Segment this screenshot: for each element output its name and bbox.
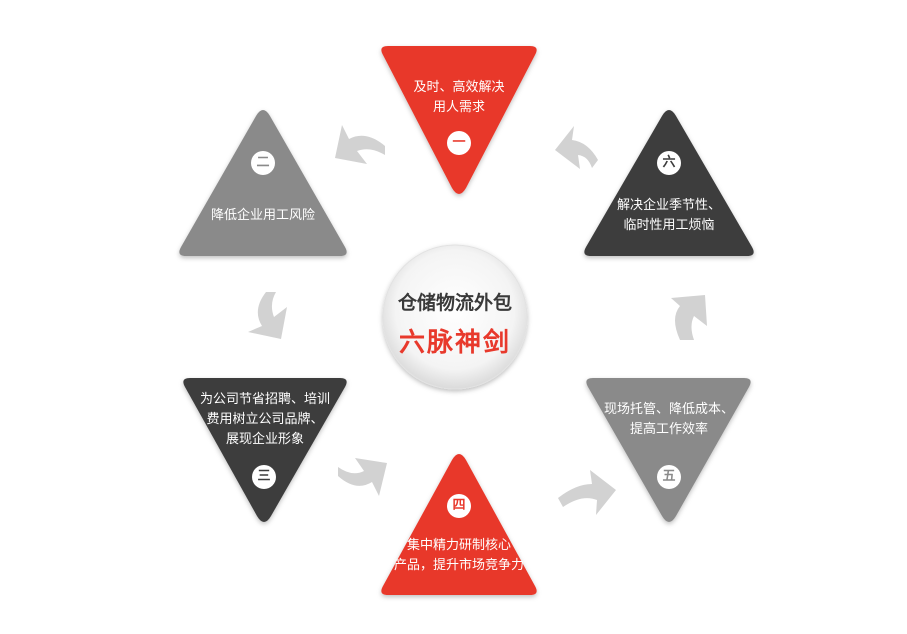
item-6-line-2: 临时性用工烦恼 (623, 218, 715, 233)
item-6-text: 解决企业季节性、 临时性用工烦恼 (589, 196, 749, 236)
item-4-number-badge: 四 (447, 494, 471, 518)
center-subtitle: 六脉神剑 (398, 328, 511, 358)
item-1-line-2: 用人需求 (432, 100, 485, 115)
item-4-line-2: 产品，提升市场竞争力 (393, 558, 524, 573)
item-3-line-2: 费用树立公司品牌、 (206, 412, 324, 427)
item-3-number-badge: 三 (252, 465, 276, 489)
item-6-number-badge: 六 (657, 151, 681, 175)
center-title: 仓储物流外包 (397, 292, 512, 314)
item-4-text: 集中精力研制核心 产品，提升市场竞争力 (379, 536, 539, 576)
item-5-number-badge: 五 (657, 465, 681, 489)
triangle-1 (381, 46, 537, 194)
arrow-1-to-2 (335, 125, 385, 164)
item-2-line-1: 降低企业用工风险 (210, 208, 315, 223)
triangle-4 (381, 454, 537, 595)
arrow-3-to-4 (338, 458, 387, 496)
item-1-number-badge: 一 (447, 131, 471, 155)
triangle-5 (586, 378, 751, 522)
item-6-line-1: 解决企业季节性、 (616, 198, 721, 213)
item-4-line-1: 集中精力研制核心 (406, 538, 511, 553)
item-5-line-2: 提高工作效率 (629, 422, 708, 437)
item-1-line-1: 及时、高效解决 (413, 80, 505, 95)
item-5-text: 现场托管、降低成本、 提高工作效率 (588, 400, 750, 440)
arrow-2-to-3 (248, 292, 287, 339)
triangle-2 (179, 110, 347, 256)
item-5-line-1: 现场托管、降低成本、 (603, 402, 734, 417)
item-2-text: 降低企业用工风险 (183, 206, 343, 226)
center-circle (382, 244, 528, 390)
item-3-text: 为公司节省招聘、培训 费用树立公司品牌、 展现企业形象 (184, 390, 346, 450)
arrow-4-to-5 (558, 470, 616, 515)
triangle-3 (183, 378, 347, 522)
item-3-line-1: 为公司节省招聘、培训 (199, 392, 330, 407)
arrow-5-to-6 (671, 295, 707, 340)
item-3-line-3: 展现企业形象 (225, 432, 304, 447)
arrow-6-to-1 (555, 126, 598, 169)
item-1-text: 及时、高效解决 用人需求 (384, 78, 534, 118)
item-2-number-badge: 二 (251, 151, 275, 175)
triangle-6 (584, 110, 754, 256)
